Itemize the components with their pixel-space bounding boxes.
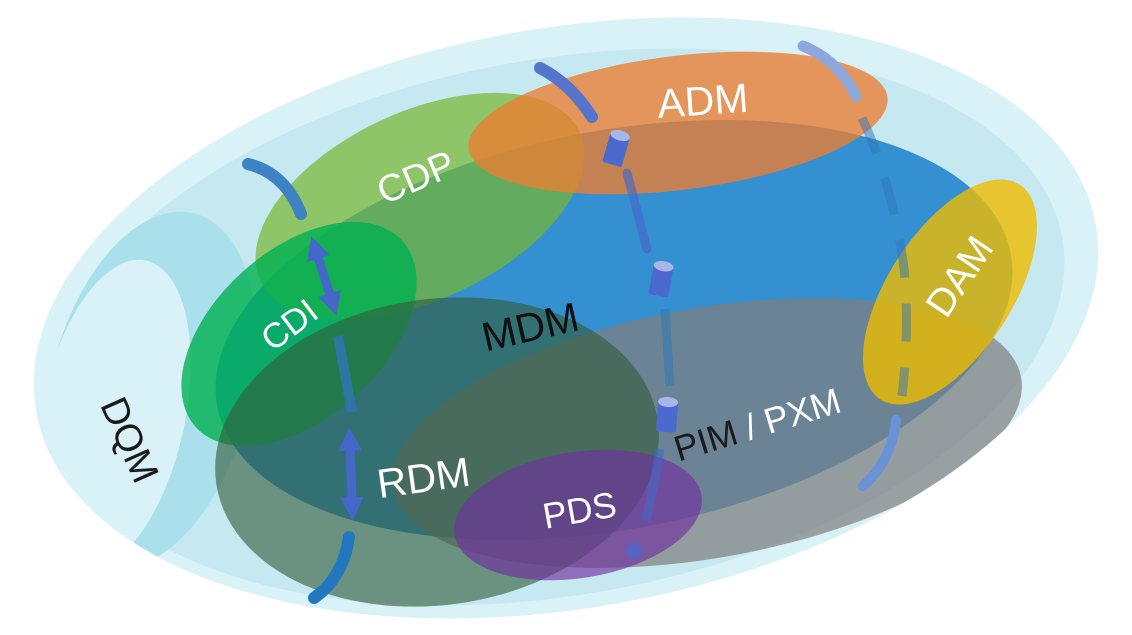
meridian-left-bottom-arc [308, 531, 355, 604]
cylinder-node-1 [602, 130, 630, 167]
meridian-right-dashes [857, 116, 911, 397]
label-adm: ADM [656, 75, 750, 127]
cylinder-node-3 [656, 397, 679, 433]
meridian-right-top-arc [797, 40, 862, 102]
cylinder-top-face [658, 397, 679, 408]
flow-arrow-cdi-rdm [338, 427, 364, 521]
cylinder-body [656, 401, 678, 433]
meridian-left-top-arc [242, 158, 307, 220]
meridian-middle-top-arc [534, 62, 598, 123]
cylinder-body [648, 264, 674, 298]
meridian-middle-dash-2 [660, 308, 675, 387]
meridian-middle-dash-1 [622, 168, 652, 254]
flow-arrow-cdp-cdi [307, 236, 341, 316]
cylinder-top-face [610, 130, 630, 142]
ellipse-dam [863, 179, 1037, 405]
cylinder-top-face [653, 261, 674, 272]
diamond-node-icon [624, 541, 644, 561]
meridian-middle-dash-3 [641, 448, 665, 522]
cylinder-body [602, 133, 630, 167]
meridian-right-bottom-arc [858, 415, 901, 491]
meridian-left-dash [333, 335, 357, 413]
cylinder-node-2 [648, 261, 674, 298]
